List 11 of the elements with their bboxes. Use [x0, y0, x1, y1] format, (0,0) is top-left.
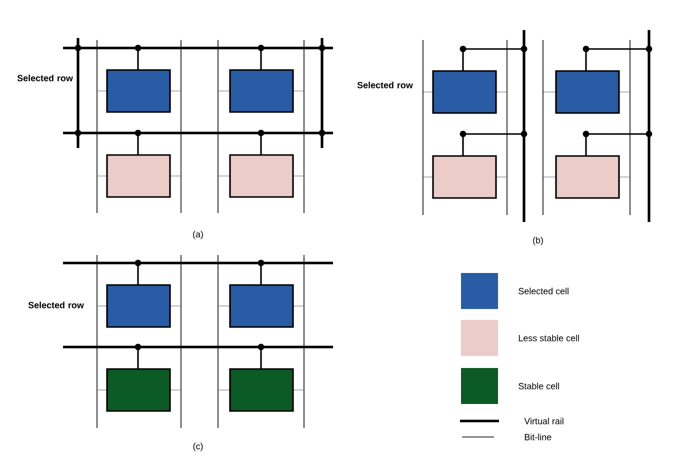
legend-label: Less stable cell — [518, 334, 579, 342]
legend-label: Bit-line — [524, 434, 552, 440]
panel-label: (b) — [533, 236, 543, 246]
legend-label: Virtual rail — [524, 418, 564, 424]
legend-label: Selected cell — [518, 288, 568, 294]
row-label: Selected row — [28, 302, 84, 308]
panel-label: (a) — [193, 230, 203, 240]
panel-label: (c) — [193, 442, 203, 452]
row-label: Selected row — [357, 82, 413, 88]
legend-label: Stable cell — [518, 382, 559, 390]
row-label: Selected row — [17, 74, 73, 82]
